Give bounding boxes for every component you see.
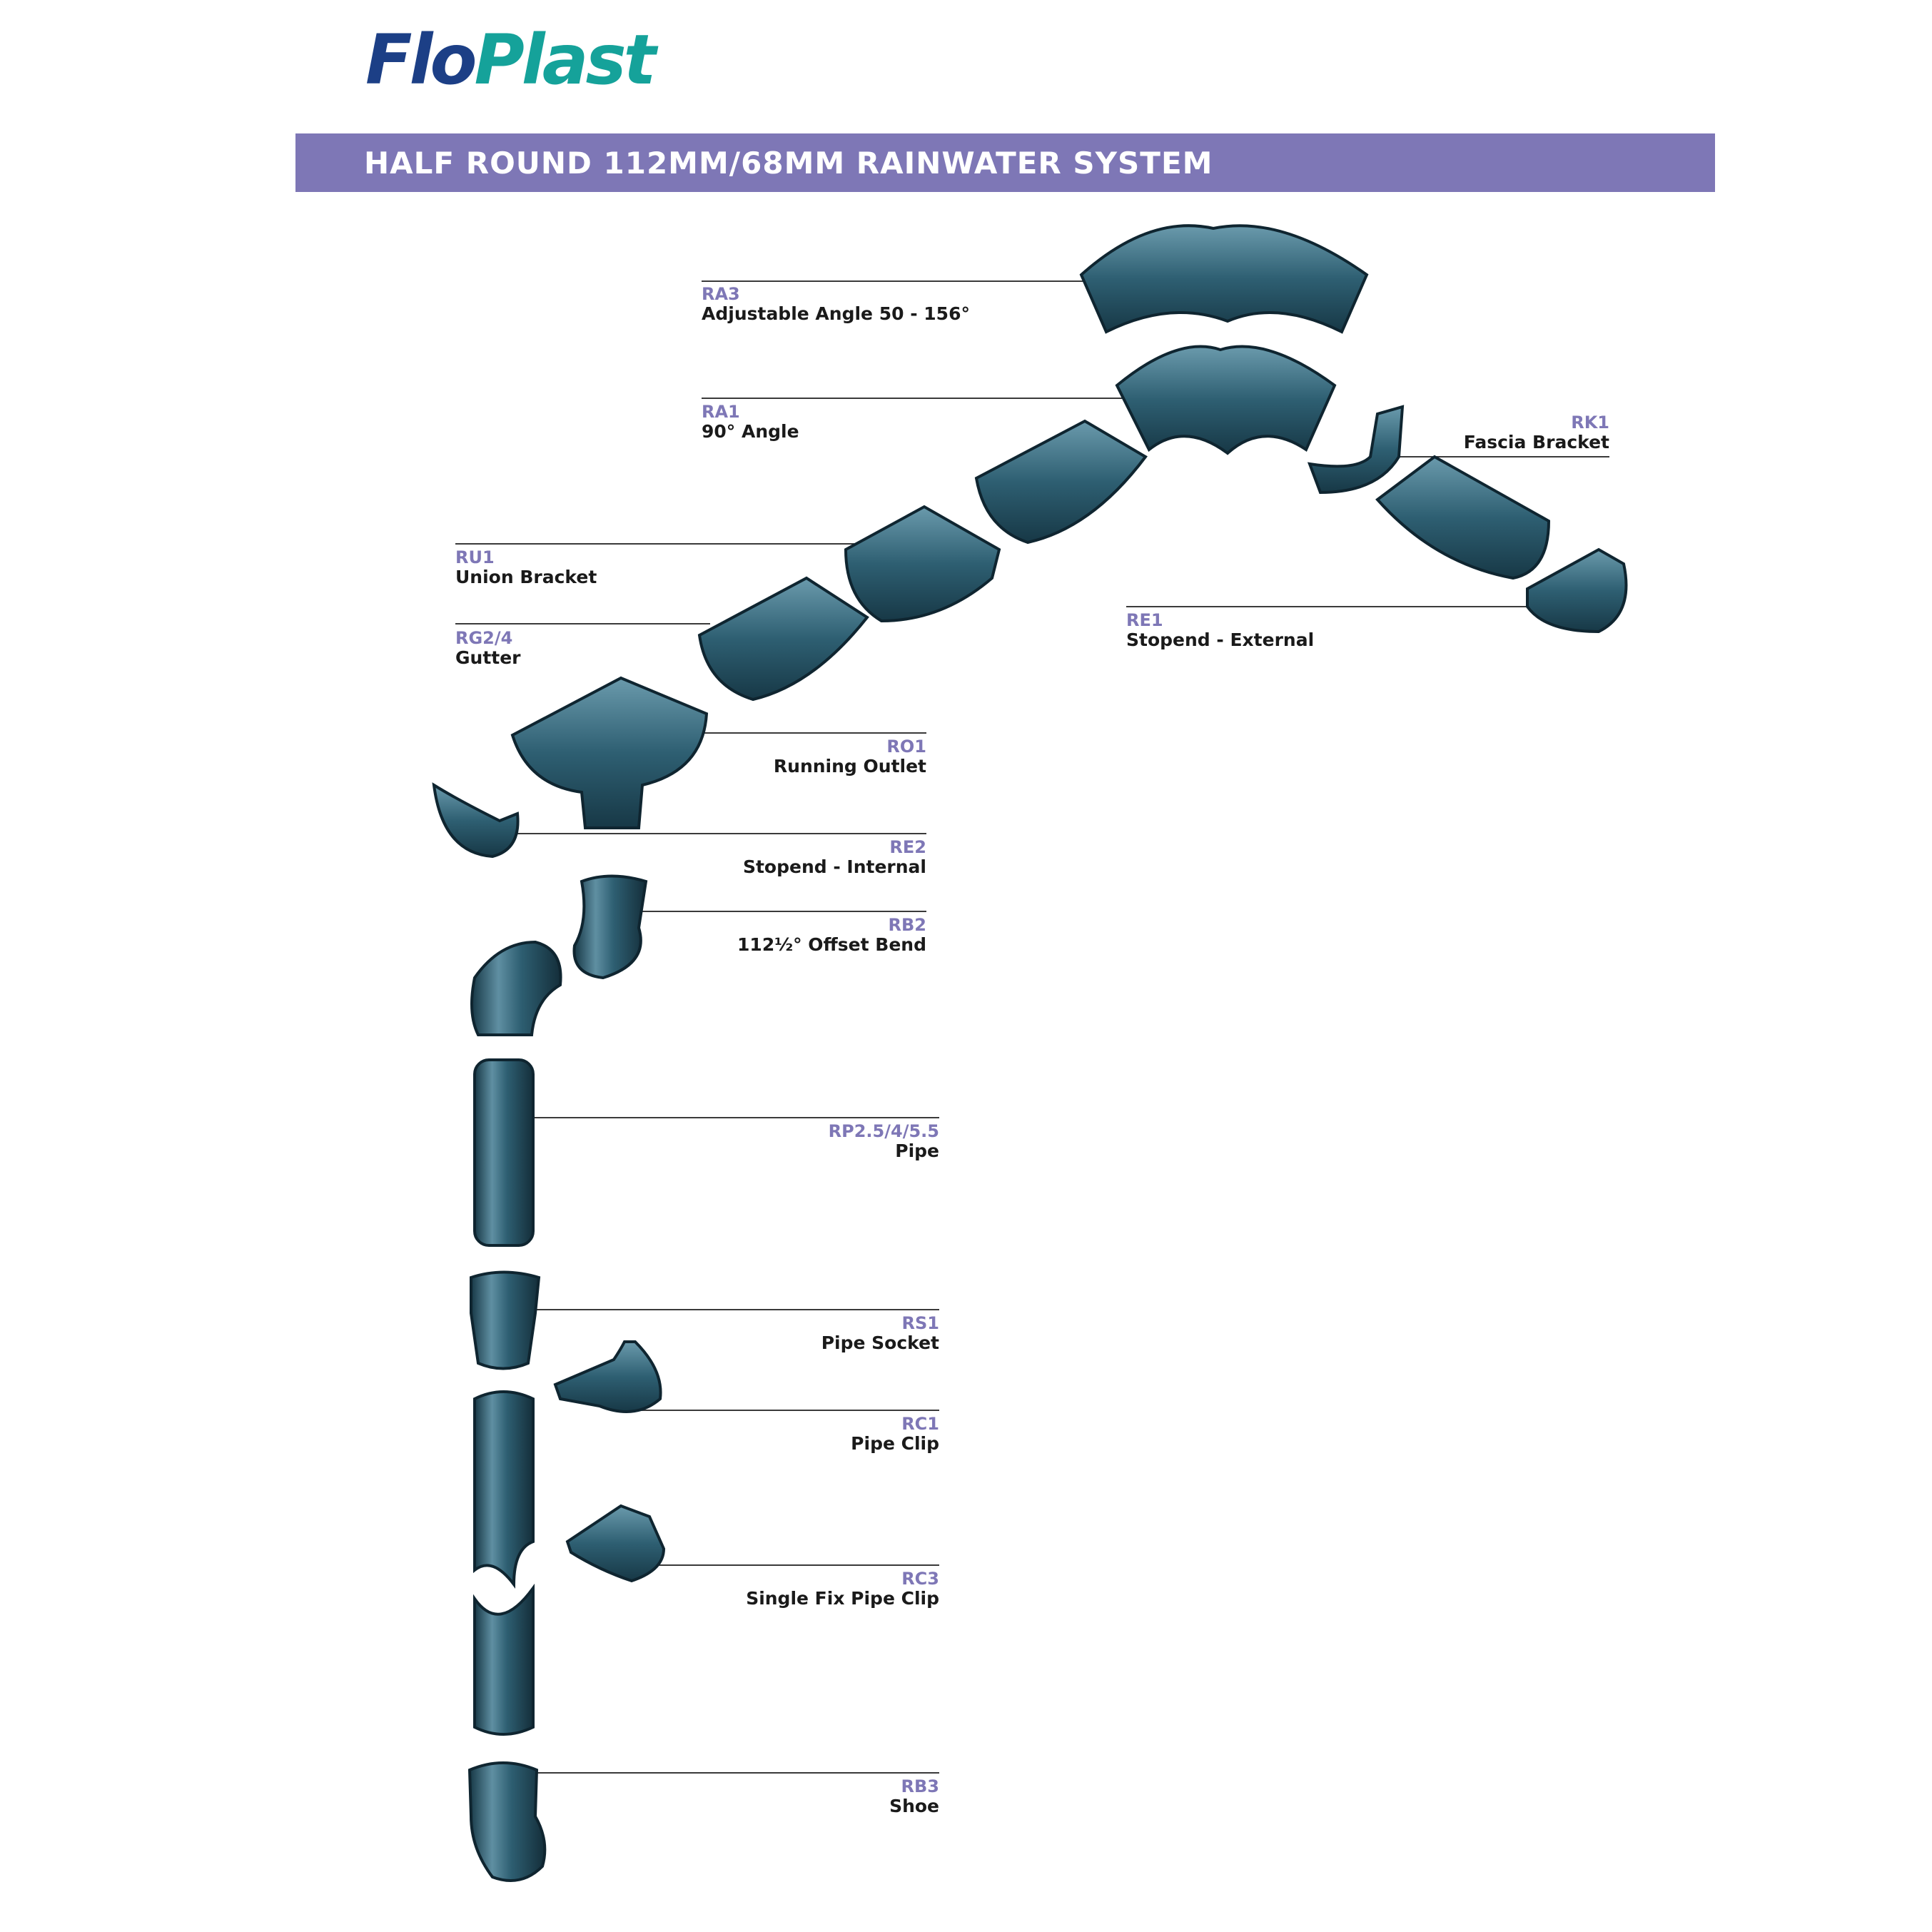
name-re2: Stopend - Internal — [742, 856, 926, 877]
label-re1: RE1 Stopend - External — [1126, 610, 1314, 650]
name-rs1: Pipe Socket — [821, 1332, 939, 1353]
label-rc3: RC3 Single Fix Pipe Clip — [714, 1569, 939, 1609]
shoe-shape — [467, 1761, 547, 1882]
pipe-socket-shape — [470, 1270, 541, 1370]
name-rb3: Shoe — [889, 1796, 939, 1816]
name-ra3: Adjustable Angle 50 - 156° — [702, 303, 970, 324]
code-re1: RE1 — [1126, 610, 1163, 630]
label-rk1: RK1 Fascia Bracket — [1427, 413, 1609, 452]
code-rb3: RB3 — [901, 1776, 939, 1796]
label-ro1: RO1 Running Outlet — [714, 737, 926, 777]
code-ru1: RU1 — [455, 547, 495, 567]
code-re2: RE2 — [889, 837, 926, 857]
code-rg24: RG2/4 — [455, 628, 513, 648]
name-re1: Stopend - External — [1126, 629, 1315, 650]
gutter-parts — [432, 224, 1628, 859]
code-rc3: RC3 — [901, 1569, 939, 1589]
label-rg24: RG2/4 Gutter — [455, 628, 521, 668]
label-rc1: RC1 Pipe Clip — [714, 1414, 939, 1454]
name-rg24: Gutter — [455, 647, 521, 668]
pipe-cut-upper-shape — [473, 1390, 535, 1589]
floplast-logo: FloPlast — [365, 26, 657, 94]
single-fix-clip-shape — [565, 1504, 666, 1583]
name-rb2: 112½° Offset Bend — [737, 934, 926, 955]
name-ra1: 90° Angle — [702, 421, 799, 442]
label-ra3: RA3 Adjustable Angle 50 - 156° — [702, 284, 970, 324]
code-rp: RP2.5/4/5.5 — [828, 1121, 939, 1141]
code-rc1: RC1 — [901, 1414, 939, 1434]
offset-bend-upper-shape — [572, 874, 648, 980]
fascia-bracket-shape — [1307, 405, 1405, 495]
running-outlet-shape — [510, 676, 709, 829]
logo-text-flo: Flo — [365, 20, 477, 100]
name-rk1: Fascia Bracket — [1463, 432, 1609, 452]
code-rb2: RB2 — [888, 915, 926, 935]
name-ro1: Running Outlet — [773, 756, 926, 777]
code-ra1: RA1 — [702, 402, 740, 422]
ninety-angle-shape — [1115, 345, 1337, 455]
pipe-cut-lower-shape — [473, 1583, 535, 1736]
title-banner: HALF ROUND 112MM/68MM RAINWATER SYSTEM — [295, 133, 1715, 192]
offset-bend-lower-shape — [470, 940, 562, 1036]
union-bracket-shape — [844, 505, 1001, 623]
name-rp: Pipe — [895, 1141, 939, 1161]
code-ra3: RA3 — [702, 284, 740, 304]
label-ru1: RU1 Union Bracket — [455, 547, 597, 587]
label-rs1: RS1 Pipe Socket — [714, 1313, 939, 1353]
external-stopend-shape — [1526, 547, 1628, 634]
label-rp: RP2.5/4/5.5 Pipe — [714, 1121, 939, 1161]
leader-lines — [455, 280, 1609, 1774]
code-rs1: RS1 — [901, 1313, 939, 1333]
name-ru1: Union Bracket — [455, 567, 597, 587]
adjustable-angle-shape — [1079, 224, 1369, 334]
gutter-right-shape — [1375, 455, 1551, 580]
gutter-upper-shape — [974, 419, 1148, 545]
label-rb3: RB3 Shoe — [714, 1776, 939, 1816]
name-rc1: Pipe Clip — [851, 1433, 939, 1454]
gutter-lower-shape — [697, 576, 869, 702]
pipe-clip-shape — [553, 1340, 662, 1413]
pipe-shape — [473, 1058, 535, 1247]
label-rb2: RB2 112½° Offset Bend — [714, 915, 926, 955]
logo-text-plast: Plast — [474, 20, 656, 100]
label-ra1: RA1 90° Angle — [702, 402, 799, 442]
code-ro1: RO1 — [886, 737, 926, 757]
page-title: HALF ROUND 112MM/68MM RAINWATER SYSTEM — [364, 146, 1213, 181]
code-rk1: RK1 — [1571, 413, 1609, 433]
downpipe-parts — [467, 874, 666, 1882]
internal-stopend-shape — [432, 782, 520, 859]
label-re2: RE2 Stopend - Internal — [714, 837, 926, 877]
name-rc3: Single Fix Pipe Clip — [746, 1588, 939, 1609]
